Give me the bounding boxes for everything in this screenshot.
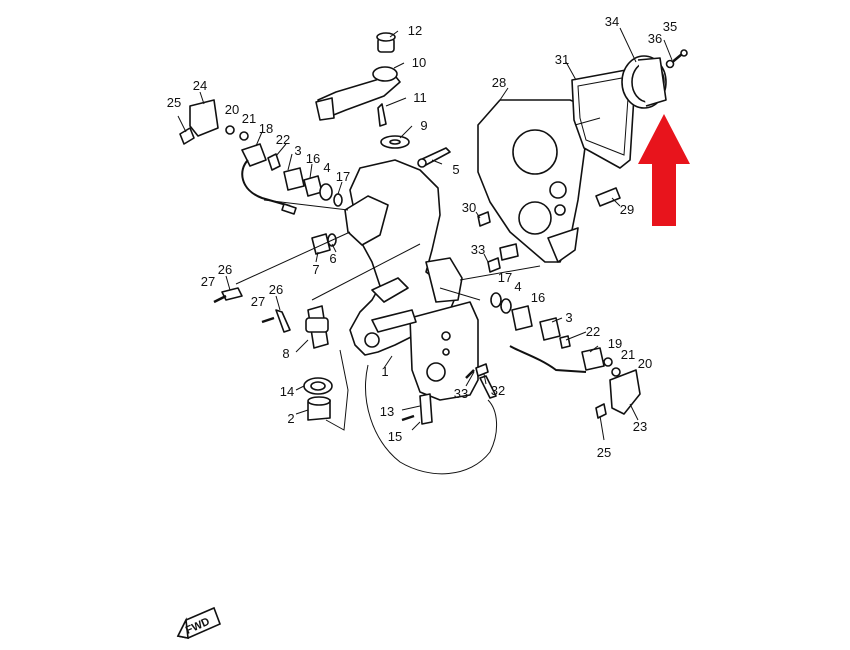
left-lower-parts: [213, 233, 337, 421]
callout-18: 18: [259, 121, 273, 136]
callout-17-left: 17: [336, 169, 350, 184]
screw-part-35: [665, 49, 688, 69]
callout-21-right: 21: [621, 347, 635, 362]
callout-5: 5: [452, 162, 459, 177]
callout-22-right: 22: [586, 324, 600, 339]
callout-20-right: 20: [638, 356, 652, 371]
callout-6: 6: [329, 251, 336, 266]
callout-21-left: 21: [242, 111, 256, 126]
callout-25-right: 25: [597, 445, 611, 460]
callout-32: 32: [491, 383, 505, 398]
callout-26-bottom: 26: [269, 282, 283, 297]
callout-35: 35: [663, 19, 677, 34]
callout-34: 34: [605, 14, 619, 29]
callout-3-left: 3: [294, 143, 301, 158]
leader-lines: [177, 27, 673, 441]
callout-29: 29: [620, 202, 634, 217]
callout-4-left: 4: [323, 160, 330, 175]
callout-28: 28: [492, 75, 506, 90]
callout-9: 9: [420, 118, 427, 133]
callout-19: 19: [608, 336, 622, 351]
red-pointer-arrow: [638, 114, 690, 226]
callout-33-bottom: 33: [454, 386, 468, 401]
callout-27-top: 27: [201, 274, 215, 289]
housing-part-28: [477, 99, 591, 263]
callout-31: 31: [555, 52, 569, 67]
callout-12: 12: [408, 23, 422, 38]
bolt-part-5: [417, 147, 451, 168]
callout-3-right: 3: [565, 310, 572, 325]
callout-11: 11: [413, 90, 427, 105]
callout-25-left: 25: [167, 95, 181, 110]
callout-8: 8: [282, 346, 289, 361]
bracket-assembly: [344, 159, 497, 475]
callout-27-bottom: 27: [251, 294, 265, 309]
bearing-ring-part-34: [621, 55, 667, 109]
callout-4: 4: [514, 279, 521, 294]
callout-17-right: 17: [498, 270, 512, 285]
callout-16-left: 16: [306, 151, 320, 166]
callout-36: 36: [648, 31, 662, 46]
tilt-arm-part-10: [315, 32, 410, 149]
callout-26-top: 26: [218, 262, 232, 277]
left-hardware-cluster: [179, 99, 343, 215]
callout-14: 14: [280, 384, 294, 399]
callout-2: 2: [287, 411, 294, 426]
callout-1: 1: [381, 364, 388, 379]
callout-10: 10: [412, 55, 426, 70]
callout-7: 7: [312, 262, 319, 277]
callout-16-right: 16: [531, 290, 545, 305]
fwd-arrow-badge: FWD: [176, 606, 222, 639]
right-hardware-cluster: [401, 187, 641, 425]
callout-13: 13: [380, 404, 394, 419]
callouts: 12 10 11 9 5 28 31 34 35 36 29 30 33 17 …: [167, 14, 677, 460]
callout-33-top: 33: [471, 242, 485, 257]
callout-22-left: 22: [276, 132, 290, 147]
callout-30: 30: [462, 200, 476, 215]
callout-15: 15: [388, 429, 402, 444]
callout-24: 24: [193, 78, 207, 93]
callout-20-left: 20: [225, 102, 239, 117]
callout-23: 23: [633, 419, 647, 434]
